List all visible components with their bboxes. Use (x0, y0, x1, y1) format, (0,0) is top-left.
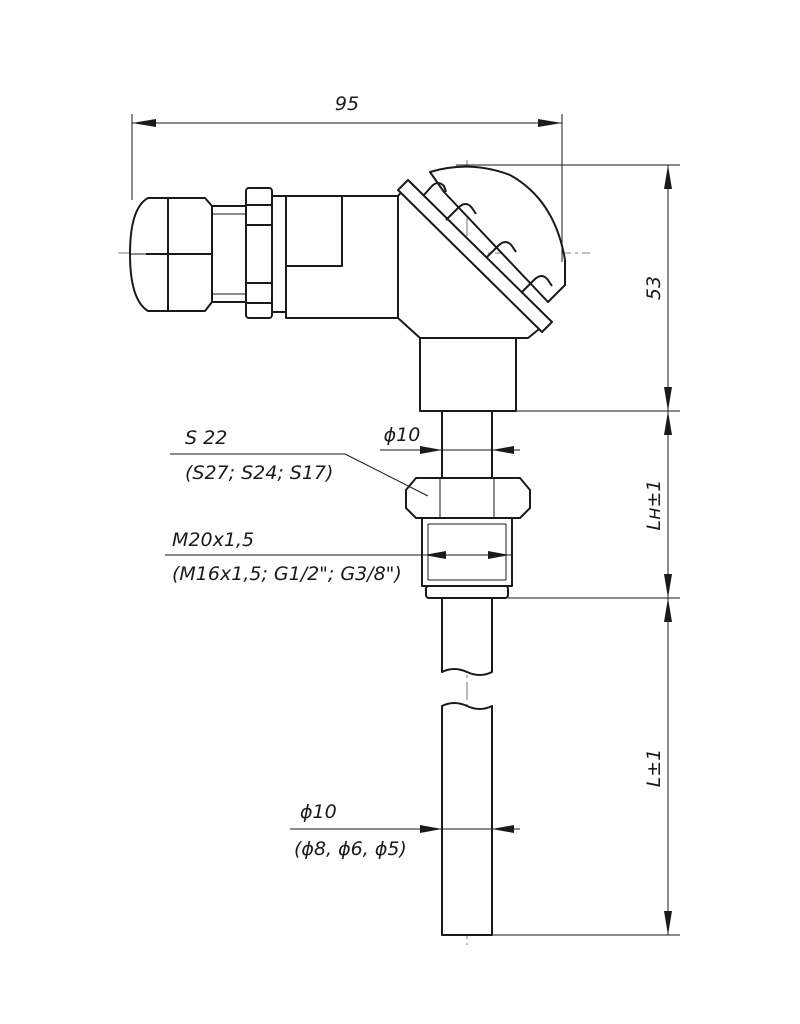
head-height-label: 53 (643, 276, 665, 300)
thread-label: M20x1,5 (172, 529, 254, 551)
cable-gland (129, 187, 287, 319)
nipple-length-label: Lн±1 (643, 479, 665, 530)
head-housing (285, 165, 566, 412)
wrench-size-alternatives: (S27; S24; S17) (185, 462, 333, 484)
thread-callout: M20x1,5 (M16x1,5; G1/2"; G3/8") (165, 529, 512, 585)
neck-diameter-label: ϕ10 (384, 424, 421, 446)
immersion-length-label: L±1 (643, 749, 665, 788)
overall-width-label: 95 (335, 93, 359, 115)
dimension-head-height: 53 (456, 164, 680, 412)
thread-alternatives: (M16x1,5; G1/2"; G3/8") (172, 563, 402, 585)
dimension-immersion-length: L±1 (492, 598, 680, 936)
dimension-overall-width: 95 (131, 93, 563, 262)
probe-diameter-label: ϕ10 (300, 801, 337, 823)
wrench-size-callout: S 22 (S27; S24; S17) (170, 427, 429, 497)
dimension-neck-diameter: ϕ10 (380, 424, 520, 454)
wrench-size-label: S 22 (185, 427, 227, 449)
dimension-nipple-length: Lн±1 (508, 411, 680, 599)
probe-diameter-callout: ϕ10 (ϕ8, ϕ6, ϕ5) (290, 801, 520, 860)
terminal-pins (422, 182, 553, 293)
probe-diameter-alternatives: (ϕ8, ϕ6, ϕ5) (294, 838, 407, 860)
probe-assembly (405, 410, 531, 936)
